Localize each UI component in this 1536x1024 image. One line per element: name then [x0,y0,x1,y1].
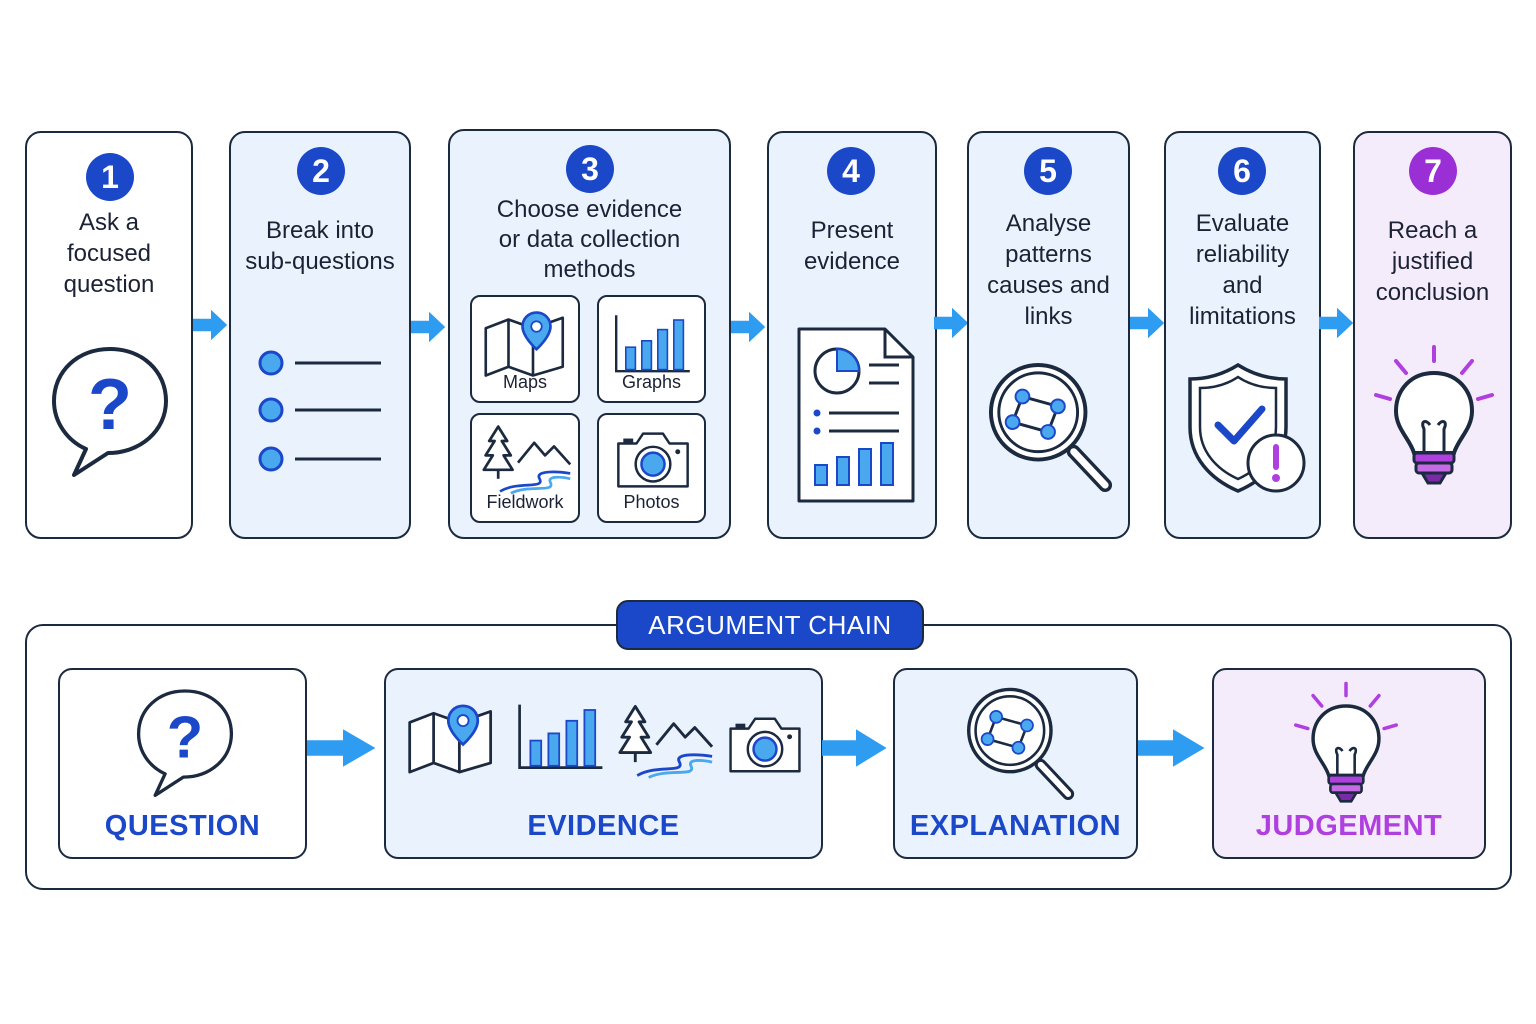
camera-icon [611,427,695,493]
step-number-6: 6 [1218,147,1266,195]
arrow-icon [822,726,890,770]
camera-icon [724,712,806,778]
arrow-icon [411,309,447,345]
method-tile-maps: Maps [470,295,580,403]
report-document-icon [797,327,915,503]
arrow-icon [1319,305,1355,341]
chain-label-explanation: EXPLANATION [909,810,1122,842]
step-number-1: 1 [86,153,134,201]
step-card-2: 2 Break into sub-questions [229,131,411,539]
step-number-2: 2 [297,147,345,195]
step-card-5: 5 Analyse patterns causes and links [967,131,1130,539]
step-number-7: 7 [1409,147,1457,195]
step-card-6: 6 Evaluate reliability and limitations [1164,131,1321,539]
bullet-list-icon [258,350,381,472]
step-label-6: Evaluate reliability and limitations [1189,210,1296,330]
argument-chain-title: ARGUMENT CHAIN [616,600,924,650]
method-tile-graphs: Graphs [597,295,706,403]
arrow-icon [193,307,229,343]
step-label-4: Present evidence [803,217,901,275]
method-label-graphs: Graphs [621,372,682,392]
magnifier-network-icon [965,686,1077,806]
step-label-7: Reach a justified conclusion [1375,217,1490,306]
step-number-3: 3 [566,145,614,193]
step-card-1: 1 Ask a focused question [25,131,193,539]
lightbulb-icon [1374,343,1494,493]
method-tile-fieldwork: Fieldwork [470,413,580,523]
arrow-icon [934,305,970,341]
magnifier-network-icon [987,361,1115,499]
landscape-icon [618,696,714,786]
method-label-fieldwork: Fieldwork [486,492,564,512]
lightbulb-icon [1294,680,1398,810]
method-label-maps: Maps [502,372,547,392]
chain-label-question: QUESTION [104,810,261,842]
step-label-2: Break into sub-questions [245,217,395,275]
chain-label-evidence: EVIDENCE [527,810,680,842]
arrow-icon [1138,726,1208,770]
step-label-5: Analyse patterns causes and links [987,210,1110,330]
step-card-7: 7 Reach a justified conclusion [1353,131,1512,539]
map-icon [406,702,498,776]
shield-warning-icon [1188,362,1306,493]
method-label-photos: Photos [623,492,680,512]
bar-chart-icon [516,700,606,774]
chain-item-question: QUESTION [58,668,307,859]
step-label-3: Choose evidence or data collection metho… [496,196,683,283]
chain-item-judgement: JUDGEMENT [1212,668,1486,859]
step-number-5: 5 [1024,147,1072,195]
chain-label-judgement: JUDGEMENT [1255,810,1443,842]
step-card-4: 4 Present evidence [767,131,937,539]
question-speech-bubble-icon [135,686,235,802]
arrow-icon [731,309,767,345]
step-number-4: 4 [827,147,875,195]
arrow-icon [1130,305,1166,341]
map-icon [478,309,574,379]
chain-item-explanation: EXPLANATION [893,668,1138,859]
step-card-3: 3 Choose evidence or data collection met… [448,129,731,539]
landscape-icon [480,423,574,495]
arrow-icon [307,726,379,770]
question-speech-bubble-icon [50,343,170,483]
bar-chart-icon [613,311,693,377]
method-tile-photos: Photos [597,413,706,523]
step-label-1: Ask a focused question [63,209,155,298]
chain-item-evidence: EVIDENCE [384,668,823,859]
